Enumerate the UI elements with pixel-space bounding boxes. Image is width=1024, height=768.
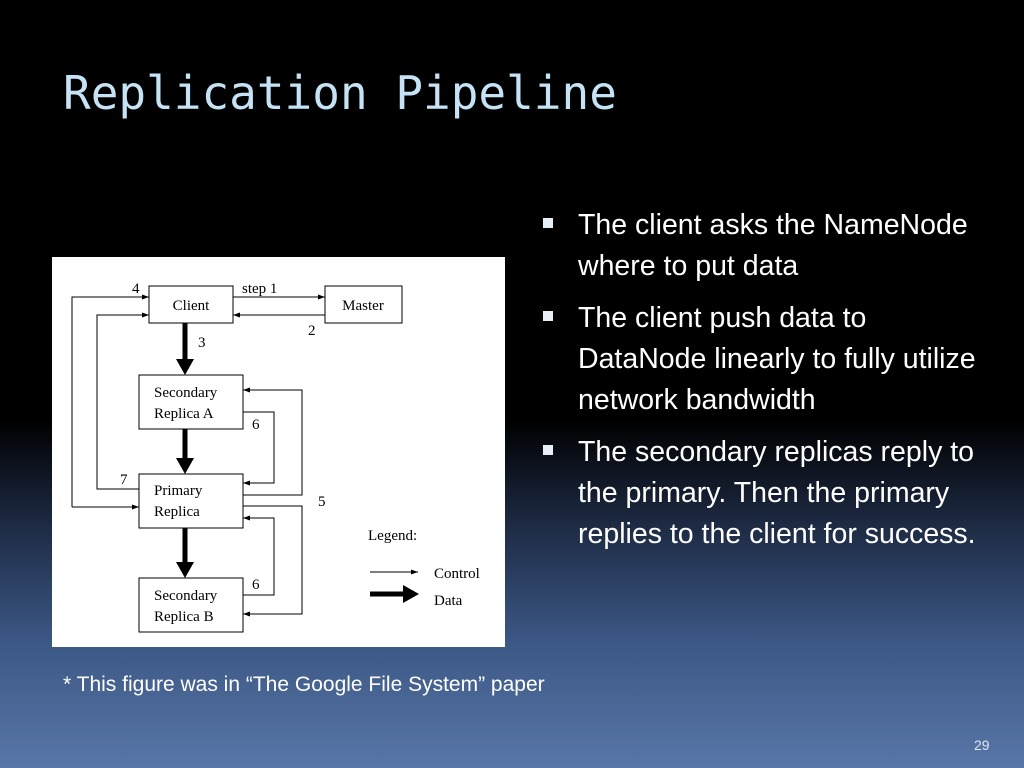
bullet-text: The client asks the NameNode where to pu… (578, 209, 968, 282)
master-node (324, 285, 403, 324)
secondary-a-label-line1: Secondary (154, 385, 218, 401)
replication-pipeline-figure: Client Master Secondary Replica A Primar… (52, 257, 505, 647)
secondary-replica-a-node (138, 374, 244, 430)
control-arrow-step5-to-secondary-a (243, 387, 303, 496)
control-arrow-step4 (71, 294, 149, 507)
legend-title: Legend: (368, 528, 417, 544)
step2-label: 2 (308, 323, 316, 339)
control-arrow-step6-from-secondary-b (243, 515, 275, 596)
legend-data-arrowhead (403, 585, 419, 603)
page-number: 29 (974, 737, 990, 753)
step3-label: 3 (198, 335, 206, 351)
square-bullet-icon (543, 311, 553, 321)
data-arrowhead-secondary-a-to-primary (176, 458, 194, 474)
bullet-item: The client asks the NameNode where to pu… (540, 205, 980, 287)
square-bullet-icon (543, 445, 553, 455)
step7-label: 7 (120, 472, 128, 488)
secondary-b-label-line1: Secondary (154, 588, 218, 604)
square-bullet-icon (543, 218, 553, 228)
step5-label: 5 (318, 494, 326, 510)
secondary-b-label-line2: Replica B (154, 609, 214, 625)
client-node (148, 285, 234, 324)
bullet-text: The secondary replicas reply to the prim… (578, 436, 976, 550)
control-arrow-step5-to-secondary-b (243, 505, 303, 617)
data-arrowhead-primary-to-secondary-b (176, 562, 194, 578)
bullet-item: The secondary replicas reply to the prim… (540, 432, 980, 555)
data-arrowhead-client-to-secondary-a (176, 359, 194, 375)
slide-title: Replication Pipeline (63, 66, 617, 120)
primary-label-line1: Primary (154, 483, 203, 499)
step6a-label: 6 (252, 417, 260, 433)
step6b-label: 6 (252, 577, 260, 593)
legend-control-label: Control (434, 566, 480, 582)
control-arrow-step7 (96, 312, 149, 490)
secondary-replica-b-node (138, 577, 244, 633)
primary-replica-node (138, 473, 244, 529)
figure-source-footnote: * This figure was in “The Google File Sy… (63, 673, 545, 696)
master-label: Master (342, 298, 384, 314)
control-arrow-step6-from-secondary-a (243, 411, 275, 486)
step4-label: 4 (132, 281, 140, 297)
secondary-a-label-line2: Replica A (154, 406, 214, 422)
bullet-item: The client push data to DataNode linearl… (540, 298, 980, 421)
bullet-text: The client push data to DataNode linearl… (578, 302, 976, 416)
legend-data-label: Data (434, 593, 463, 609)
bullet-list: The client asks the NameNode where to pu… (540, 205, 980, 566)
primary-label-line2: Replica (154, 504, 200, 520)
step1-label: step 1 (242, 281, 277, 297)
client-label: Client (173, 298, 210, 314)
pipeline-diagram: Client Master Secondary Replica A Primar… (71, 281, 480, 633)
